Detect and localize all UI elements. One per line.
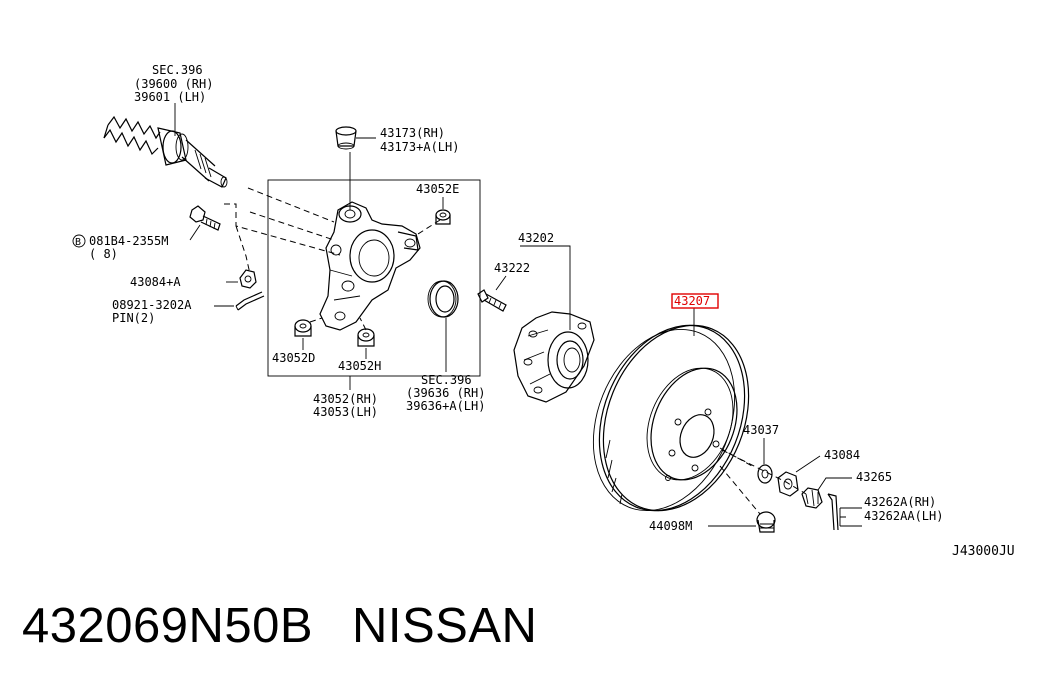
label-43173a: 43173+A(LH) (380, 140, 459, 154)
nut-43084 (777, 471, 799, 497)
bushing-43052h (357, 328, 375, 347)
label-39600: (39600 (RH) (134, 77, 213, 91)
bolt-marker-circle (72, 234, 86, 248)
label-sec396-hub: SEC.396 (421, 373, 472, 387)
bushing-43052e (435, 209, 451, 225)
label-43052d: 43052D (272, 351, 315, 365)
label-43262aa: 43262AA(LH) (864, 509, 943, 523)
drive-shaft (103, 115, 228, 188)
knuckle (319, 201, 421, 331)
label-43265: 43265 (856, 470, 892, 484)
label-43052e: 43052E (416, 182, 459, 196)
brake-disc (592, 324, 750, 512)
label-43052h: 43052H (338, 359, 381, 373)
bushing-43052d (294, 319, 312, 337)
label-08921: 08921-3202A (112, 298, 192, 312)
label-43202: 43202 (518, 231, 554, 245)
label-43173: 43173(RH) (380, 126, 445, 140)
washer-43037 (757, 464, 773, 484)
brand-name: NISSAN (352, 599, 538, 653)
label-sec396-drive: SEC.396 (152, 63, 203, 77)
label-43084a: 43084+A (130, 275, 181, 289)
label-43037: 43037 (743, 423, 779, 437)
label-43207: 43207 (674, 294, 710, 308)
bolt-081b4 (189, 205, 221, 231)
bushing-43173 (335, 126, 357, 150)
part-number: 432069N50B (22, 599, 314, 653)
label-081b4: 081B4-2355M (89, 234, 168, 248)
seal-ring (427, 280, 459, 318)
label-43084: 43084 (824, 448, 860, 462)
hub-bolt-43222 (477, 289, 507, 312)
bolt-marker: B (75, 237, 81, 248)
label-43262a: 43262A(RH) (864, 495, 936, 509)
label-39636: (39636 (RH) (406, 386, 485, 400)
label-44098m: 44098M (649, 519, 692, 533)
label-43222: 43222 (494, 261, 530, 275)
label-39636a: 39636+A(LH) (406, 399, 485, 413)
label-43052-rh: 43052(RH) (313, 392, 378, 406)
highlight-box-43207 (671, 293, 719, 309)
label-bolt-qty: ( 8) (89, 247, 118, 261)
label-39601: 39601 (LH) (134, 90, 206, 104)
drawing-code: J43000JU (952, 544, 1015, 559)
locknut-43265 (801, 487, 823, 509)
knuckle-group-box (267, 179, 481, 377)
cotter-pin-43262a (827, 493, 839, 531)
hub-assembly (513, 311, 595, 403)
nut-43084a (239, 269, 257, 289)
cotter-pin-08921 (235, 291, 265, 311)
label-43053-lh: 43053(LH) (313, 405, 378, 419)
stud-44098m (756, 511, 776, 533)
label-pin2: PIN(2) (112, 311, 155, 325)
